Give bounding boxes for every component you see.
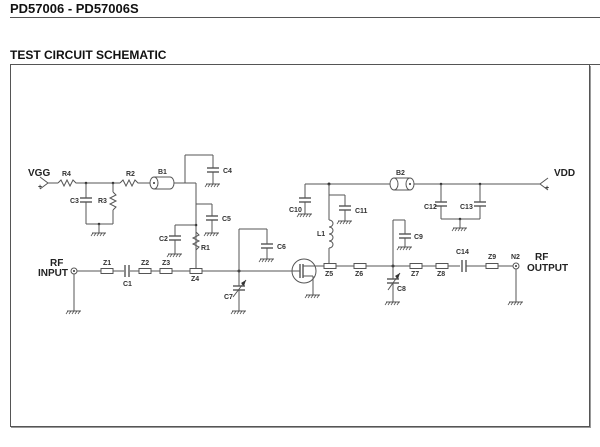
c1-label: C1 xyxy=(123,281,132,288)
stripline-z4: Z4 xyxy=(189,250,203,283)
resistor-r1: R1 xyxy=(191,231,210,252)
r3-label: R3 xyxy=(98,198,107,205)
vgg-plus-label: + xyxy=(38,184,42,191)
rf-output-label-1: RF xyxy=(535,252,548,263)
c2-label: C2 xyxy=(159,236,168,243)
c11-label: C11 xyxy=(355,208,368,215)
rf-input-port: RF INPUT xyxy=(38,258,82,315)
stripline-z8: Z8 xyxy=(435,263,449,278)
c9-label: C9 xyxy=(414,234,423,241)
ground-icon xyxy=(90,232,107,237)
variable-capacitor-c7: C7 xyxy=(224,271,247,315)
rf-output-port: N2 RF OUTPUT xyxy=(507,252,568,306)
c6-label: C6 xyxy=(277,244,286,251)
c3-label: C3 xyxy=(70,198,79,205)
z8-label: Z8 xyxy=(437,271,445,278)
ground-icon xyxy=(65,310,82,315)
inductor-l1: L1 xyxy=(317,184,334,263)
stripline-z1: Z1 xyxy=(100,260,114,274)
c5-label: C5 xyxy=(222,216,231,223)
c14-label: C14 xyxy=(456,249,469,256)
document-title: PD57006 - PD57006S xyxy=(10,1,139,16)
c8-label: C8 xyxy=(397,286,406,293)
vdd-plus-label: + xyxy=(545,185,549,192)
r1-label: R1 xyxy=(201,245,210,252)
vgg-label: VGG xyxy=(28,168,50,179)
schematic-frame xyxy=(10,65,590,427)
resistor-r2: R2 xyxy=(119,171,150,188)
variable-capacitor-c8: C8 xyxy=(384,266,406,306)
capacitor-c10: C10 xyxy=(289,184,313,218)
z6-label: Z6 xyxy=(355,271,363,278)
ground-icon xyxy=(336,220,353,225)
ground-icon xyxy=(203,232,220,237)
c7-label: C7 xyxy=(224,294,233,301)
vdd-port: VDD + xyxy=(539,168,575,192)
stripline-z2: Z2 xyxy=(138,260,152,274)
capacitor-c1: C1 xyxy=(123,264,132,288)
ferrite-bead-b2: B2 xyxy=(389,170,415,191)
capacitor-c9: C9 xyxy=(396,220,423,251)
c4-label: C4 xyxy=(223,168,232,175)
section-rule xyxy=(10,64,600,65)
z4-label: Z4 xyxy=(191,276,199,283)
ground-icon xyxy=(396,246,413,251)
z7-label: Z7 xyxy=(411,271,419,278)
ground-icon xyxy=(384,301,401,306)
ground-icon xyxy=(507,301,524,306)
r2-label: R2 xyxy=(126,171,135,178)
z3-label: Z3 xyxy=(162,260,170,267)
ground-icon xyxy=(258,258,275,263)
stripline-z9: Z9 xyxy=(485,254,499,269)
capacitor-c13: C13 xyxy=(460,184,487,219)
ground-icon xyxy=(204,183,221,188)
capacitor-c11: C11 xyxy=(336,195,368,225)
stripline-z5: Z5 xyxy=(323,263,337,278)
resistor-r3: R3 xyxy=(98,183,118,224)
mosfet-transistor xyxy=(291,258,321,299)
z2-label: Z2 xyxy=(141,260,149,267)
section-title: TEST CIRCUIT SCHEMATIC xyxy=(10,48,167,62)
b1-label: B1 xyxy=(158,169,167,176)
stripline-z7: Z7 xyxy=(409,263,423,278)
z1-label: Z1 xyxy=(103,260,111,267)
stripline-z3: Z3 xyxy=(159,260,173,274)
r4-label: R4 xyxy=(62,171,71,178)
ground-icon xyxy=(230,310,247,315)
c12-label: C12 xyxy=(424,204,437,211)
ground-icon xyxy=(304,294,321,299)
capacitor-c12: C12 xyxy=(424,184,448,219)
ground-icon xyxy=(166,253,183,258)
ground-icon xyxy=(296,213,313,218)
capacitor-c2: C2 xyxy=(159,225,183,258)
z5-label: Z5 xyxy=(325,271,333,278)
capacitor-c4: C4 xyxy=(204,155,232,188)
stripline-z6: Z6 xyxy=(353,263,367,278)
ferrite-bead-b1: B1 xyxy=(149,169,175,190)
ground-icon xyxy=(451,227,468,232)
rf-output-label-2: OUTPUT xyxy=(527,263,568,274)
capacitor-c5: C5 xyxy=(203,204,231,237)
rf-input-label-2: INPUT xyxy=(38,268,68,279)
n2-label: N2 xyxy=(511,254,520,261)
rf-input-label-1: RF xyxy=(50,258,63,269)
c13-label: C13 xyxy=(460,204,473,211)
resistor-r4: R4 xyxy=(57,171,86,188)
c10-label: C10 xyxy=(289,207,302,214)
capacitor-c14: C14 xyxy=(456,249,469,273)
l1-label: L1 xyxy=(317,231,325,238)
vdd-label: VDD xyxy=(554,168,575,179)
capacitor-c6: C6 xyxy=(258,229,286,263)
title-rule xyxy=(10,17,600,18)
capacitor-c3: C3 xyxy=(70,183,93,224)
z9-label: Z9 xyxy=(488,254,496,261)
vgg-port: VGG + xyxy=(28,168,58,191)
b2-label: B2 xyxy=(396,170,405,177)
